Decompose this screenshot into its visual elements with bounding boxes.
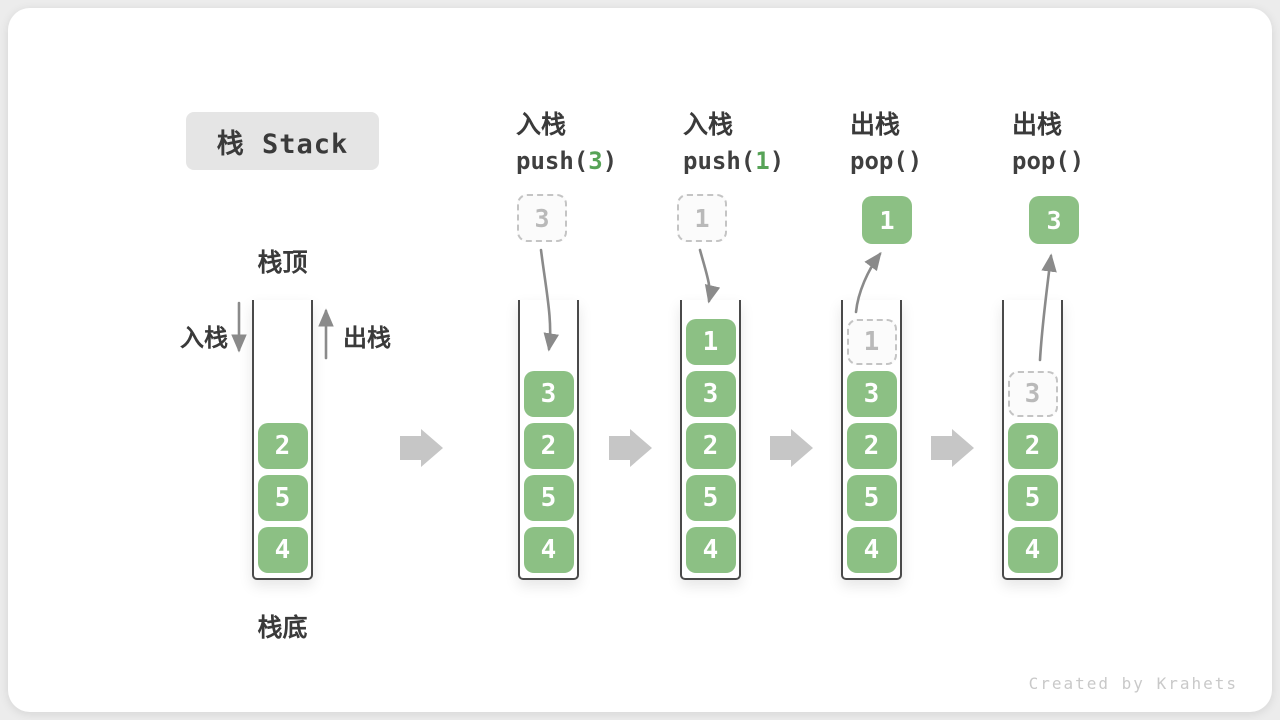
watermark: Created by Krahets (1028, 674, 1238, 693)
code-after: ) (907, 147, 923, 175)
code-before: pop( (1012, 147, 1070, 175)
op-code: pop() (850, 143, 922, 180)
stack-item: 2 (685, 423, 736, 469)
stack-item: 5 (846, 475, 897, 521)
stack-after-push-1: 1 3 2 5 4 (680, 300, 741, 580)
stack-item: 5 (685, 475, 736, 521)
code-after: ) (769, 147, 785, 175)
stack-item-ghost: 1 (846, 319, 897, 365)
op-code: push(3) (516, 143, 617, 180)
code-before: push( (683, 147, 756, 175)
stack-pop-3: 3 2 5 4 (1002, 300, 1063, 580)
diagram-title: 栈 Stack (186, 112, 379, 170)
op-code: push(1) (683, 143, 784, 180)
code-before: push( (516, 147, 589, 175)
code-after: ) (1069, 147, 1085, 175)
op-label: 入栈 (516, 110, 567, 139)
incoming-value-1: 1 (677, 194, 727, 242)
incoming-value-3: 3 (517, 194, 567, 242)
stack-item: 2 (846, 423, 897, 469)
stack-item: 4 (523, 527, 574, 573)
stack-item: 3 (846, 371, 897, 417)
pop-side-label: 出栈 (343, 324, 391, 352)
stack-item-ghost: 3 (1007, 371, 1058, 417)
op-code: pop() (1012, 143, 1084, 180)
stack-item: 2 (1007, 423, 1058, 469)
popped-value-3: 3 (1029, 196, 1079, 244)
push-side-label: 入栈 (180, 324, 228, 352)
caption-push-3: 入栈 push(3) (516, 106, 617, 180)
stack-initial: 2 5 4 (252, 300, 313, 580)
op-label: 出栈 (1012, 110, 1063, 139)
code-after: ) (602, 147, 618, 175)
stack-item: 4 (685, 527, 736, 573)
caption-pop-1: 出栈 pop() (850, 106, 922, 180)
caption-push-1: 入栈 push(1) (683, 106, 784, 180)
op-label: 入栈 (683, 110, 734, 139)
stack-item: 2 (523, 423, 574, 469)
stack-item: 5 (257, 475, 308, 521)
stack-item: 4 (846, 527, 897, 573)
stack-item: 4 (1007, 527, 1058, 573)
code-arg: 1 (755, 147, 770, 175)
code-before: pop( (850, 147, 908, 175)
stack-item: 2 (257, 423, 308, 469)
caption-pop-3: 出栈 pop() (1012, 106, 1084, 180)
stack-pop-1: 1 3 2 5 4 (841, 300, 902, 580)
stack-item: 5 (1007, 475, 1058, 521)
stack-item: 5 (523, 475, 574, 521)
stack-item: 4 (257, 527, 308, 573)
stack-item: 3 (523, 371, 574, 417)
stack-item: 3 (685, 371, 736, 417)
op-label: 出栈 (850, 110, 901, 139)
stack-item: 1 (685, 319, 736, 365)
popped-value-1: 1 (862, 196, 912, 244)
stack-bottom-label: 栈底 (257, 613, 308, 642)
stack-top-label: 栈顶 (257, 248, 308, 277)
code-arg: 3 (588, 147, 603, 175)
stack-after-push-3: 3 2 5 4 (518, 300, 579, 580)
